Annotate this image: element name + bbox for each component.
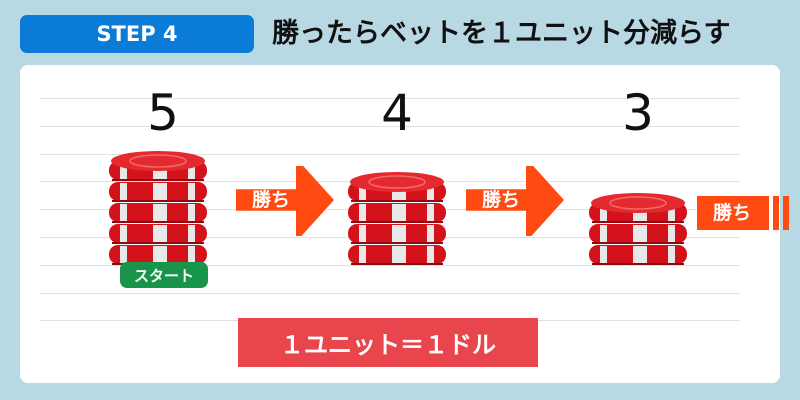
ruled-line	[40, 264, 740, 266]
ruled-line	[40, 125, 740, 127]
ruled-line	[40, 292, 740, 294]
chip	[348, 245, 446, 265]
chip-top	[350, 172, 444, 192]
page-title: 勝ったらベットを１ユニット分減らす	[272, 18, 731, 49]
start-badge: スタート	[120, 262, 208, 288]
win-label: 勝ち	[481, 189, 520, 211]
chip-stack	[348, 172, 446, 265]
chip	[589, 224, 687, 244]
chip-stack	[109, 151, 207, 265]
chip	[348, 203, 446, 223]
chip-top	[591, 193, 685, 213]
win-arrow-3: 勝ち	[697, 196, 800, 230]
ruled-line	[40, 153, 740, 155]
win-label: 勝ち	[712, 202, 751, 224]
chip	[109, 224, 207, 244]
chip	[109, 203, 207, 223]
win-label: 勝ち	[251, 189, 290, 211]
chip	[348, 224, 446, 244]
chip-stack	[589, 193, 687, 265]
stack-count-2: 4	[381, 84, 413, 142]
stack-count-3: 3	[622, 84, 654, 142]
chip	[109, 182, 207, 202]
unit-note: １ユニット＝１ドル	[238, 318, 538, 367]
chip-top	[111, 151, 205, 171]
step-badge: STEP 4	[20, 15, 254, 53]
chip	[589, 245, 687, 265]
stack-count-1: 5	[147, 84, 179, 142]
ruled-line	[40, 98, 740, 99]
